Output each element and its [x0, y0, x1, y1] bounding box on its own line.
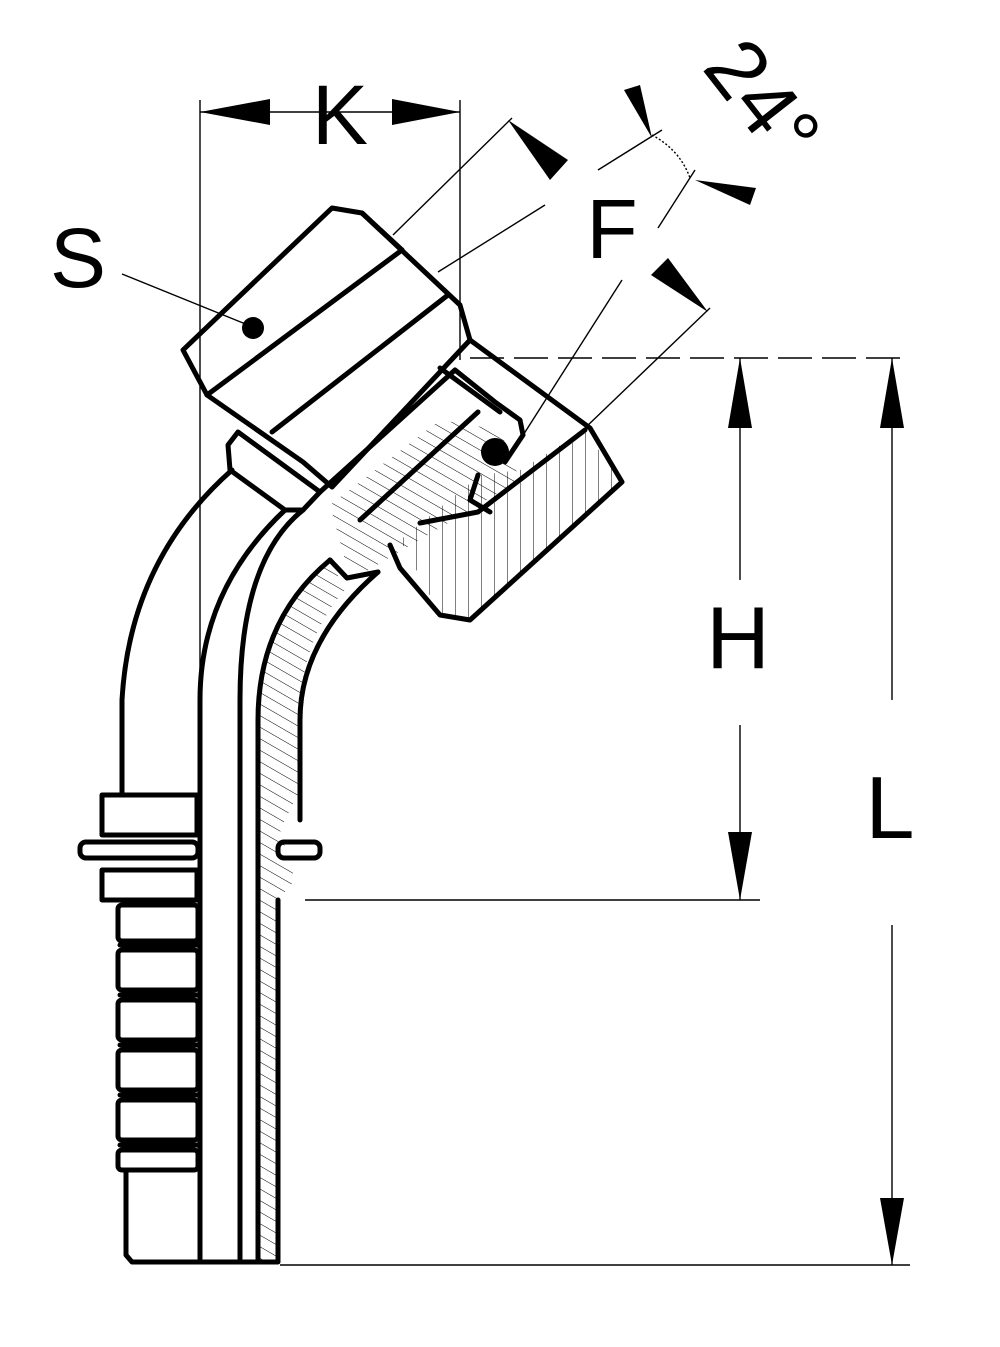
ferrule-ring-top: [99, 792, 200, 838]
barb-6: [115, 1147, 201, 1173]
barb-3: [115, 997, 201, 1043]
label-k: K: [312, 68, 368, 162]
nipple-outline-inner: [327, 557, 381, 581]
label-l: L: [866, 758, 915, 857]
label-h: H: [706, 588, 770, 687]
barb-4: [115, 1047, 201, 1093]
barb-5: [115, 1097, 201, 1143]
nipple-outline-outer: [317, 367, 526, 495]
h-arrow-top: [728, 358, 752, 428]
f-dimension-line-b: [519, 279, 623, 441]
hex-nut-edge-1: [204, 247, 405, 398]
l-arrow-top: [880, 358, 904, 428]
angle-line-b: [657, 169, 696, 229]
k-arrow-left: [200, 99, 270, 125]
tube-outer-wall: [119, 467, 235, 798]
fitting-body: [77, 205, 625, 1265]
k-arrow-right: [392, 99, 460, 125]
h-arrow-bottom: [728, 832, 752, 900]
barb-1: [115, 902, 201, 944]
dimension-lines: [121, 85, 910, 1266]
barb-2: [115, 947, 201, 993]
angle-arrow-b: [695, 180, 756, 205]
tube-bore-wall: [255, 557, 333, 1265]
label-f: F: [586, 182, 637, 276]
f-arrow-upper: [508, 120, 568, 180]
angle-arrow-a: [624, 85, 652, 138]
tail-outline: [123, 897, 281, 1265]
tube-bore-hatch: [258, 560, 345, 1260]
hex-nut-edge-3: [359, 210, 405, 253]
tube-inner-wall-left: [197, 507, 288, 798]
nipple-collar: [357, 409, 481, 523]
tube-outer-wall-right: [297, 569, 381, 823]
angle-arc: [651, 134, 691, 179]
s-leader-dot: [242, 317, 264, 339]
nut-section-hatch: [400, 430, 620, 620]
f-extension-lower: [584, 307, 711, 429]
hose-barbs: [115, 902, 201, 1173]
flange-right-stub: [275, 839, 323, 861]
hex-nut-edge-2: [269, 292, 451, 435]
nipple-step: [437, 365, 503, 415]
f-arrow-lower: [651, 258, 708, 312]
s-leader-line: [121, 273, 249, 326]
o-ring: [481, 438, 509, 466]
nipple-hatch: [330, 420, 520, 575]
nut-section-outline: [387, 337, 625, 623]
label-s: S: [50, 211, 106, 305]
f-dimension-line-a: [437, 204, 546, 273]
f-extension-upper: [392, 117, 513, 236]
tube-inner-wall-right: [237, 507, 306, 1265]
label-angle: 24°: [687, 21, 839, 179]
o-ring-seat: [467, 472, 493, 515]
ferrule-ring-bottom: [99, 867, 200, 903]
l-arrow-bottom: [880, 1198, 904, 1265]
ferrule-flange: [77, 839, 201, 861]
